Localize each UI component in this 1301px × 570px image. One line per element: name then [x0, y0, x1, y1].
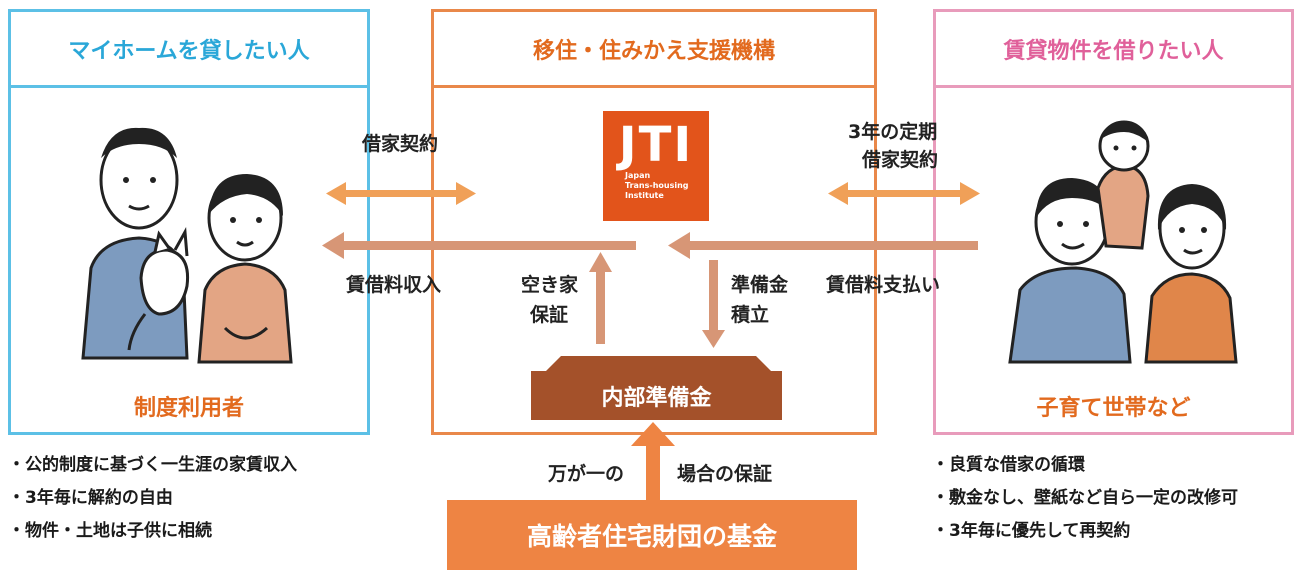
reserve-label-2: 積立 — [731, 304, 770, 326]
landlord-panel: マイホームを貸したい人 制度利用者 — [8, 9, 370, 435]
emergency-label-left: 万が一の — [548, 463, 625, 485]
rent-payment-label: 賃借料支払い — [826, 274, 941, 296]
jti-logo-sub-1: Japan — [625, 171, 651, 180]
family-illustration — [1008, 120, 1238, 364]
landlord-benefit-item: 物件・土地は子供に相続 — [8, 515, 297, 548]
tenant-benefit-item: 3年毎に優先して再契約 — [932, 515, 1238, 548]
fixed-lease-label-2: 借家契約 — [862, 149, 939, 171]
organization-panel-title: 移住・住みかえ支援機構 — [434, 12, 874, 88]
emergency-label-right: 場合の保証 — [677, 463, 773, 485]
tenant-label: 子育て世帯など — [1036, 396, 1191, 421]
fixed-lease-label-1: 3年の定期 — [848, 121, 938, 143]
landlord-benefit-item: 公的制度に基づく一生涯の家賃収入 — [8, 449, 297, 482]
landlord-panel-title: マイホームを貸したい人 — [11, 12, 367, 88]
jti-logo: JTI Japan Trans-housing Institute — [603, 111, 709, 221]
tenant-panel: 賃貸物件を借りたい人 子育て世帯など — [933, 9, 1294, 435]
reserve-accumulation-arrow — [702, 260, 725, 348]
lease-contract-label: 借家契約 — [362, 133, 439, 155]
tenant-benefits-list: 良質な借家の循環 敷金なし、壁紙など自ら一定の改修可 3年毎に優先して再契約 — [932, 449, 1238, 548]
jti-logo-text: JTI — [618, 117, 694, 173]
rent-income-arrow — [322, 232, 636, 259]
vacancy-label-2: 保証 — [530, 304, 569, 326]
foundation-fund-box: 高齢者住宅財団の基金 — [447, 500, 857, 570]
reserve-fund-box: 内部準備金 — [531, 371, 782, 420]
reserve-label-1: 準備金 — [731, 274, 789, 296]
landlord-benefits-list: 公的制度に基づく一生涯の家賃収入 3年毎に解約の自由 物件・土地は子供に相続 — [8, 449, 297, 548]
tenant-benefit-item: 敷金なし、壁紙など自ら一定の改修可 — [932, 482, 1238, 515]
vacancy-label-1: 空き家 — [521, 274, 579, 296]
tenant-panel-title: 賃貸物件を借りたい人 — [936, 12, 1291, 88]
rent-income-label: 賃借料収入 — [346, 274, 442, 296]
landlord-label: 制度利用者 — [133, 396, 244, 421]
jti-logo-sub-2: Trans-housing — [625, 181, 689, 190]
tenant-benefit-item: 良質な借家の循環 — [932, 449, 1238, 482]
reserve-fund-roof — [546, 356, 771, 371]
jti-logo-sub-3: Institute — [625, 191, 664, 200]
elderly-couple-illustration — [81, 127, 293, 364]
vacancy-guarantee-arrow — [589, 252, 612, 344]
emergency-guarantee-arrow — [631, 422, 675, 500]
rent-payment-arrow — [668, 232, 978, 259]
landlord-benefit-item: 3年毎に解約の自由 — [8, 482, 297, 515]
fixed-lease-arrow — [828, 182, 980, 205]
lease-contract-arrow — [326, 182, 476, 205]
